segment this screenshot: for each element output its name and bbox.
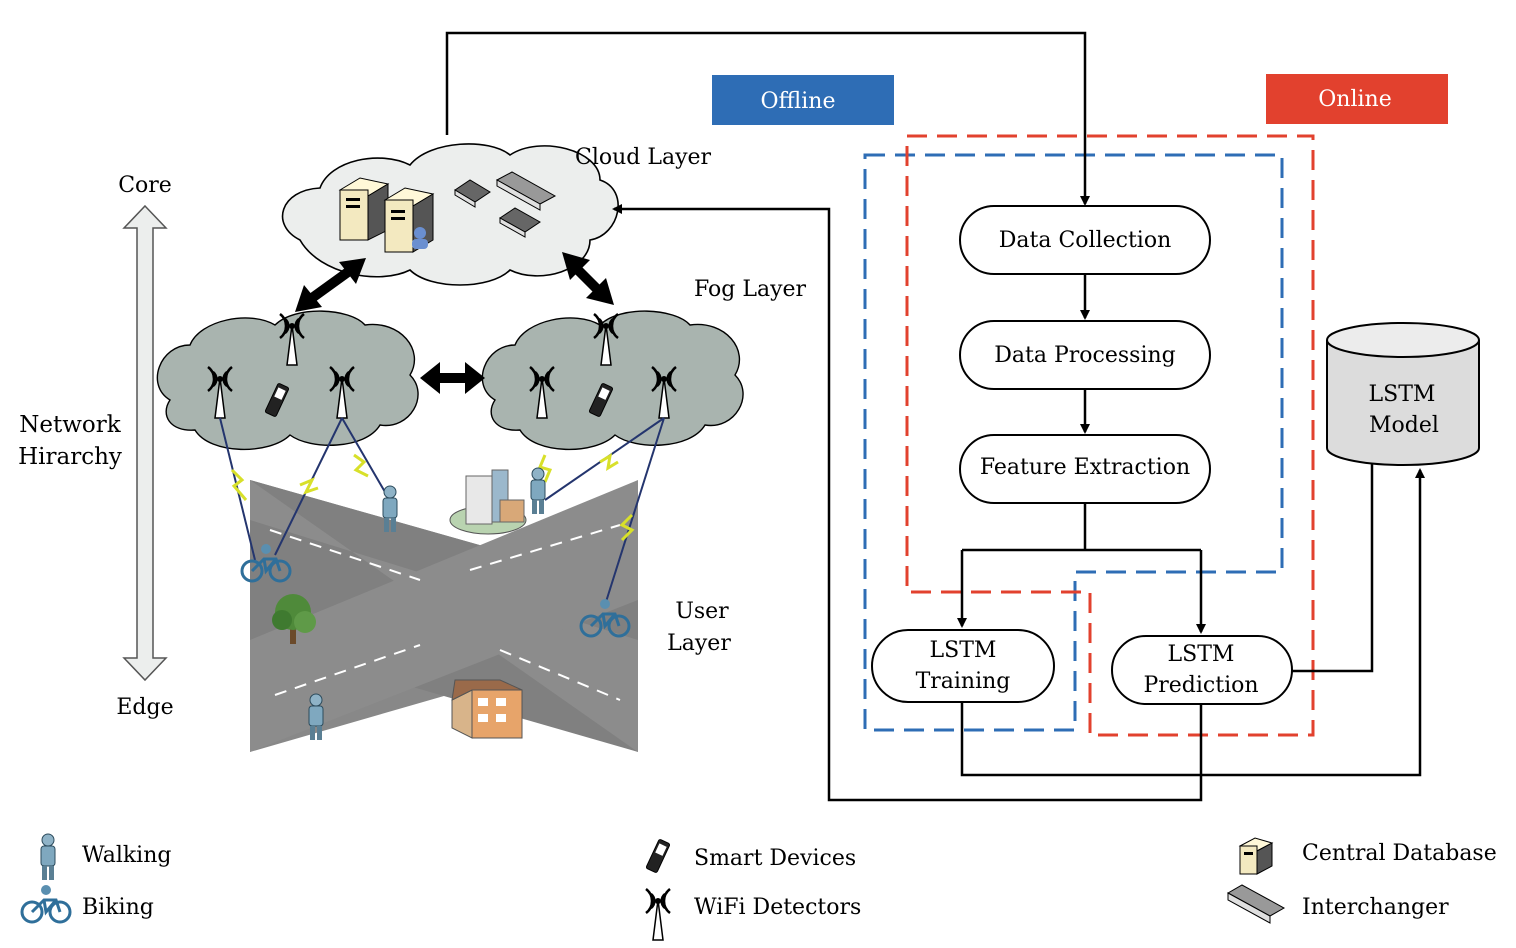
user-label: User xyxy=(675,599,729,624)
biking-icon xyxy=(20,883,72,924)
layer-label: Layer xyxy=(667,631,731,656)
lstm-model-label-1: LSTM xyxy=(1369,382,1436,407)
wireless-links xyxy=(219,417,665,606)
online-label: Online xyxy=(1318,87,1391,112)
lstm-training-step xyxy=(871,629,1055,703)
cloud-layer-label: Cloud Layer xyxy=(575,145,712,170)
lstm-prediction-label-1: LSTM xyxy=(1168,642,1235,667)
flow-connectors xyxy=(445,31,1425,802)
legend-walking: Walking xyxy=(82,843,171,868)
cloud-fog-link-left xyxy=(295,258,366,312)
lstm-model-label-2: Model xyxy=(1369,413,1439,438)
lstm-prediction-label-2: Prediction xyxy=(1143,673,1258,698)
hierarchy-label: Hirarchy xyxy=(18,444,122,470)
tree-icon xyxy=(272,594,316,644)
server-icon xyxy=(338,177,435,253)
data-processing-step xyxy=(959,320,1211,390)
hierarchy-arrow xyxy=(122,204,168,682)
walking-icon xyxy=(308,693,324,741)
lstm-training-label-1: LSTM xyxy=(930,638,997,663)
offline-badge xyxy=(712,75,894,125)
central-database-icon xyxy=(1238,837,1274,875)
legend-biking: Biking xyxy=(82,895,154,920)
smart-device-icon xyxy=(645,838,671,874)
fog-cloud-right xyxy=(481,310,744,451)
edge-label: Edge xyxy=(116,695,173,720)
fog-fog-link xyxy=(420,362,485,394)
data-collection-step xyxy=(959,205,1211,275)
online-region xyxy=(905,134,1315,737)
legend-interchanger: Interchanger xyxy=(1302,895,1449,920)
lstm-prediction-step xyxy=(1111,635,1293,705)
legend-wifi-detectors: WiFi Detectors xyxy=(694,895,861,920)
offline-label: Offline xyxy=(761,89,836,114)
wifi-detector-icon xyxy=(644,887,672,942)
data-processing-label: Data Processing xyxy=(994,343,1175,368)
walking-icon xyxy=(40,833,56,881)
apartment-icon xyxy=(451,679,523,739)
legend-central-database: Central Database xyxy=(1302,841,1497,866)
cloud-fog-link-right xyxy=(562,252,614,305)
legend-smart-devices: Smart Devices xyxy=(694,846,856,871)
interchanger-icon-cloud xyxy=(454,171,557,238)
core-label: Core xyxy=(118,173,172,198)
network-label: Network xyxy=(19,412,122,438)
road-intersection xyxy=(250,480,638,752)
lstm-model-database xyxy=(1326,322,1480,466)
interchanger-icon xyxy=(1226,884,1286,924)
walking-icon xyxy=(530,467,546,515)
feature-extraction-step xyxy=(959,434,1211,504)
building-icon xyxy=(449,469,527,535)
fog-layer-label: Fog Layer xyxy=(694,277,807,302)
feature-extraction-label: Feature Extraction xyxy=(980,455,1190,480)
data-collection-label: Data Collection xyxy=(999,228,1172,253)
lstm-training-label-2: Training xyxy=(916,669,1011,694)
online-badge xyxy=(1266,74,1448,124)
